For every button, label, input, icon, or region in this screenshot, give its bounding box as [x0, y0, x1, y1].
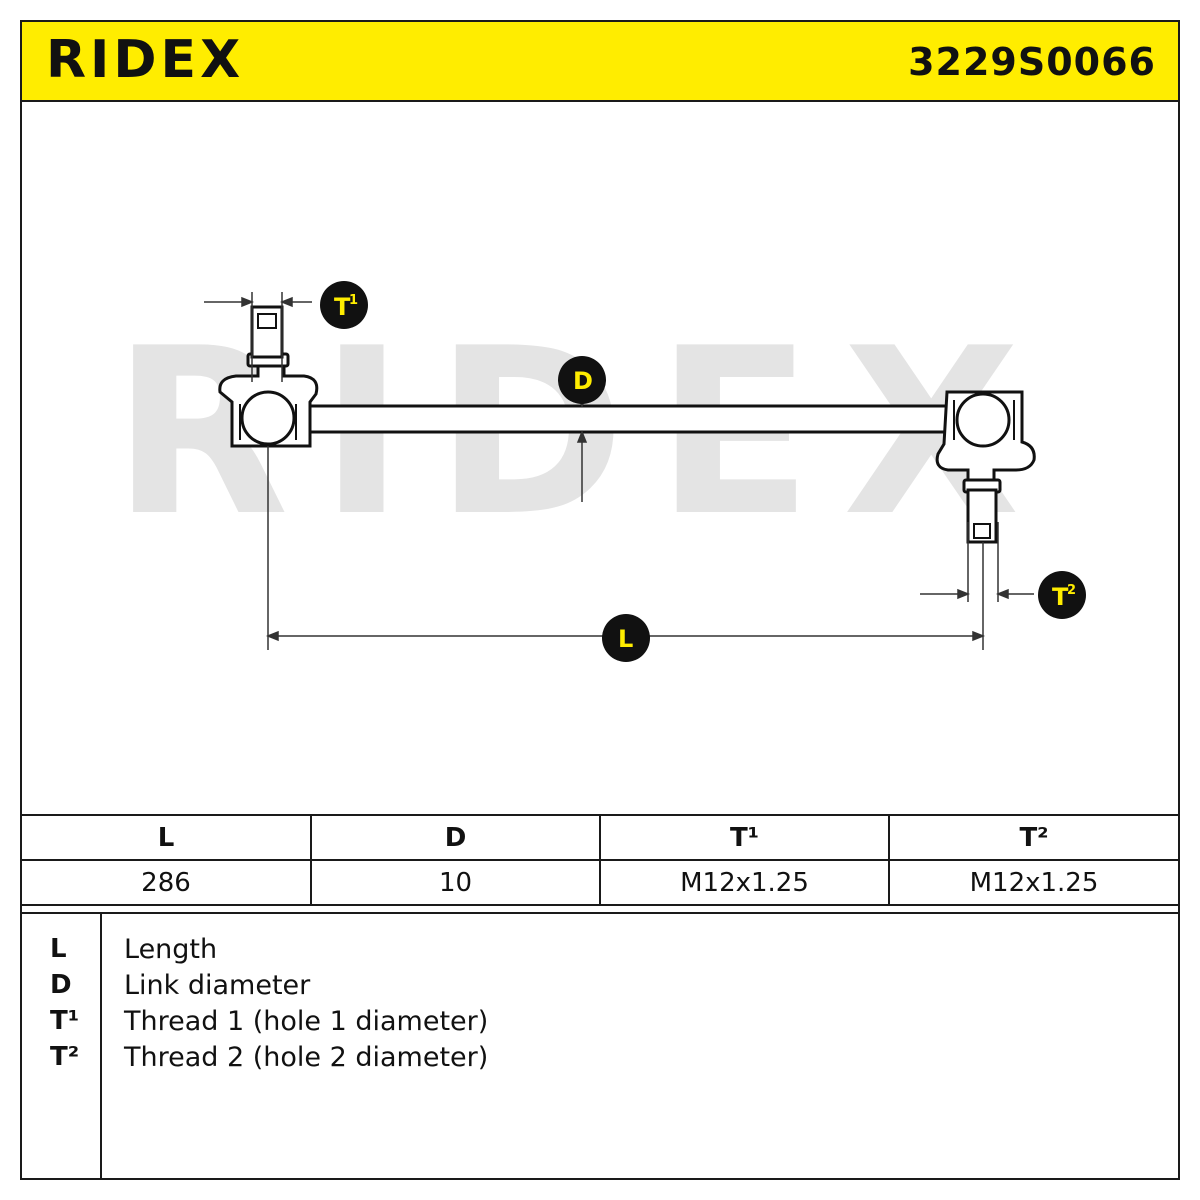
spec-value-t1: M12x1.25 — [599, 859, 890, 906]
part-number: 3229S0066 — [908, 40, 1156, 84]
legend-text: Link diameter — [124, 970, 311, 1001]
t1-marker: T 1 — [320, 281, 368, 329]
spec-value-row: 286 10 M12x1.25 M12x1.25 — [22, 859, 1178, 906]
header-bar: RIDEX 3229S0066 — [22, 22, 1178, 102]
spec-value-t2: M12x1.25 — [888, 859, 1178, 906]
d-marker-label: D — [573, 367, 593, 395]
t2-marker-label: T — [1052, 583, 1069, 611]
t1-dimension — [204, 292, 312, 382]
right-ball-joint — [935, 390, 1036, 544]
brand-logo: RIDEX — [46, 30, 245, 90]
t2-marker-sup: 2 — [1067, 583, 1076, 598]
legend-key: L — [50, 934, 67, 964]
spec-value-d: 10 — [310, 859, 601, 906]
legend-key: T² — [50, 1042, 80, 1072]
spec-col-d: D — [310, 814, 601, 861]
t1-marker-label: T — [334, 293, 351, 321]
l-marker: L — [602, 614, 650, 662]
t2-dimension — [920, 522, 1034, 602]
l-marker-label: L — [618, 625, 633, 653]
legend-text: Thread 2 (hole 2 diameter) — [124, 1042, 489, 1073]
spec-col-l: L — [22, 814, 312, 861]
technical-drawing: RIDEX — [112, 281, 1086, 662]
d-marker: D — [558, 356, 606, 404]
t2-marker: T 2 — [1038, 571, 1086, 619]
t1-marker-sup: 1 — [349, 293, 358, 308]
spec-col-t2: T² — [888, 814, 1178, 861]
spec-header-row: L D T¹ T² — [22, 814, 1178, 861]
spec-table: L D T¹ T² 286 10 M12x1.25 M12x1.25 — [22, 814, 1178, 906]
legend-text: Thread 1 (hole 1 diameter) — [124, 1006, 489, 1037]
legend-key-column — [22, 914, 102, 1180]
legend: L Length D Link diameter T¹ Thread 1 (ho… — [22, 912, 1178, 1180]
link-rod — [305, 404, 949, 434]
spec-col-t1: T¹ — [599, 814, 890, 861]
legend-key: D — [50, 970, 72, 1000]
legend-key: T¹ — [50, 1006, 80, 1036]
legend-text: Length — [124, 934, 218, 965]
spec-value-l: 286 — [22, 859, 312, 906]
drawing-sheet: RIDEX 3229S0066 RIDEX — [20, 20, 1180, 1180]
